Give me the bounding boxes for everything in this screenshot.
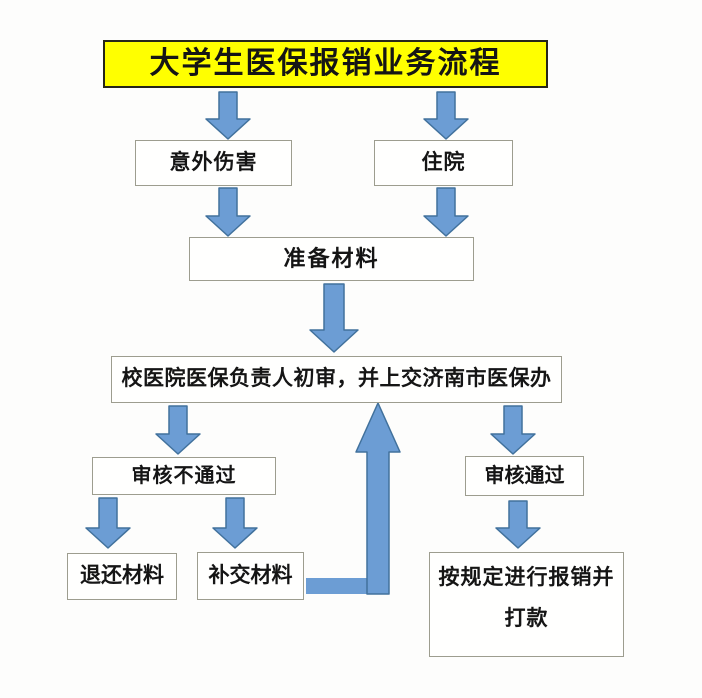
- node-prepare-materials-label: 准备材料: [283, 246, 380, 272]
- node-review-approved-label: 审核通过: [484, 464, 565, 487]
- node-prepare-materials: 准备材料: [189, 237, 474, 281]
- title-label: 大学生医保报销业务流程: [149, 46, 502, 80]
- arrow-title-to-accident: [205, 91, 251, 140]
- node-return-materials-label: 退还材料: [80, 564, 164, 588]
- node-hospitalization: 住院: [374, 140, 513, 186]
- node-hospitalization-label: 住院: [421, 150, 466, 174]
- node-return-materials: 退还材料: [67, 553, 177, 600]
- node-review-approved: 审核通过: [465, 456, 584, 496]
- node-review-rejected-label: 审核不通过: [131, 464, 237, 487]
- connector-supplement-to-review-horizontal: [306, 578, 369, 594]
- arrow-reject-to-return: [85, 497, 131, 549]
- node-accident: 意外伤害: [135, 140, 292, 186]
- arrow-prepare-to-review: [309, 283, 359, 353]
- node-reimburse-line2: 打款: [504, 607, 549, 631]
- node-supplement-materials-label: 补交材料: [208, 563, 293, 587]
- title-box: 大学生医保报销业务流程: [103, 40, 548, 88]
- node-reimburse-line1: 按规定进行报销并: [438, 566, 615, 589]
- node-preliminary-review: 校医院医保负责人初审，并上交济南市医保办: [111, 356, 562, 403]
- arrow-supplement-to-review-up: [355, 402, 401, 595]
- arrow-accident-to-prepare: [205, 187, 251, 237]
- arrow-approve-to-reimburse: [495, 500, 541, 549]
- arrow-review-to-approve: [490, 405, 536, 455]
- arrow-title-to-hospitalization: [423, 91, 469, 140]
- node-review-rejected: 审核不通过: [92, 457, 276, 495]
- arrow-reject-to-supplement: [212, 497, 258, 549]
- arrow-hospitalization-to-prepare: [423, 187, 469, 237]
- node-reimburse-and-pay: 按规定进行报销并 打款: [429, 552, 624, 657]
- node-preliminary-review-label: 校医院医保负责人初审，并上交济南市医保办: [121, 367, 552, 391]
- node-supplement-materials: 补交材料: [197, 552, 304, 600]
- node-accident-label: 意外伤害: [169, 150, 258, 174]
- arrow-review-to-reject: [155, 405, 201, 455]
